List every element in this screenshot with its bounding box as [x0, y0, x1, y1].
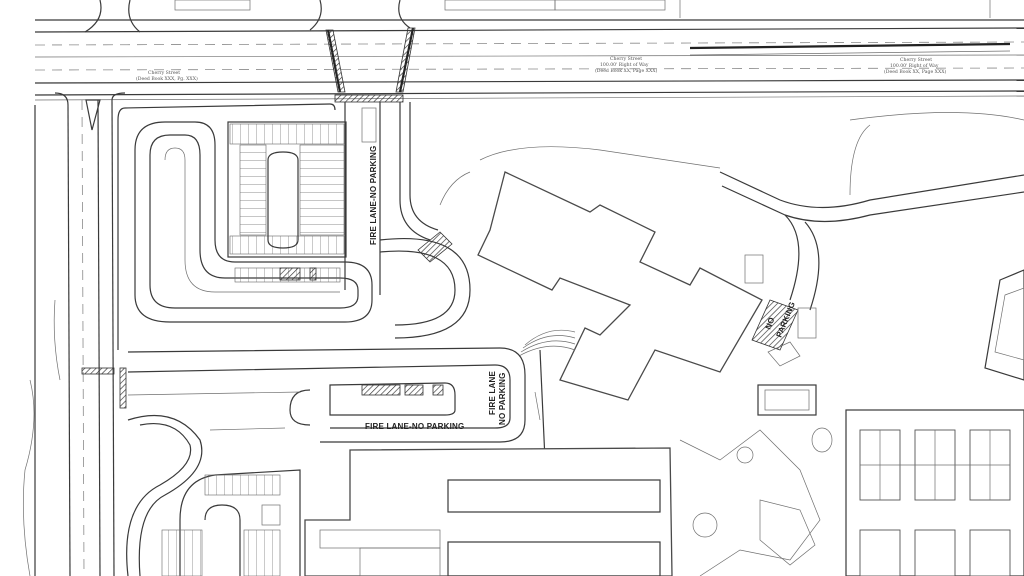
svg-text:100.00' Right of Way: 100.00' Right of Way	[890, 63, 939, 69]
svg-text:(Deed Book XX, Page XXX): (Deed Book XX, Page XXX)	[595, 67, 657, 74]
entrance-crosswalk	[325, 27, 416, 103]
ne-structure	[984, 269, 1024, 381]
fire-lane-label-bottom: FIRE LANE-NO PARKING	[365, 422, 464, 431]
south-building	[304, 447, 673, 576]
no-parking-label-1: NO	[764, 316, 777, 331]
street-note-left: Cherry Street (Deed Book XXX, Pg. XXX)	[136, 70, 198, 82]
terrain-lines	[22, 299, 61, 576]
no-parking-zone	[751, 299, 817, 367]
svg-text:(Deed Book XX, Page XXX): (Deed Book XX, Page XXX)	[884, 68, 946, 75]
south-fire-lane-drive	[127, 347, 546, 461]
fire-lane-label-stack-2: NO PARKING	[498, 372, 507, 425]
tennis-courts	[845, 409, 1024, 576]
fire-lane-label-stack-1: FIRE LANE	[488, 371, 497, 415]
svg-text:Cherry Street: Cherry Street	[900, 57, 932, 63]
plaza-features	[679, 384, 833, 576]
svg-text:Cherry Street: Cherry Street	[610, 56, 642, 62]
svg-text:100.00' Right of Way: 100.00' Right of Way	[600, 62, 649, 68]
fire-lane-label-vertical: FIRE LANE-NO PARKING	[369, 146, 378, 245]
nw-parking-loop	[117, 103, 373, 350]
cherry-street	[34, 0, 1024, 101]
fire-lane-drive-north	[344, 102, 471, 339]
svg-text:Cherry Street: Cherry Street	[148, 70, 180, 76]
street-note-right: Cherry Street 100.00' Right of Way (Deed…	[884, 57, 946, 75]
east-drive	[719, 112, 1024, 311]
main-building	[439, 146, 763, 401]
sw-loop	[126, 414, 301, 576]
street-note-center: Cherry Street 100.00' Right of Way (Deed…	[595, 56, 657, 74]
west-road	[34, 92, 127, 576]
svg-text:(Deed Book XXX, Pg. XXX): (Deed Book XXX, Pg. XXX)	[136, 75, 198, 82]
